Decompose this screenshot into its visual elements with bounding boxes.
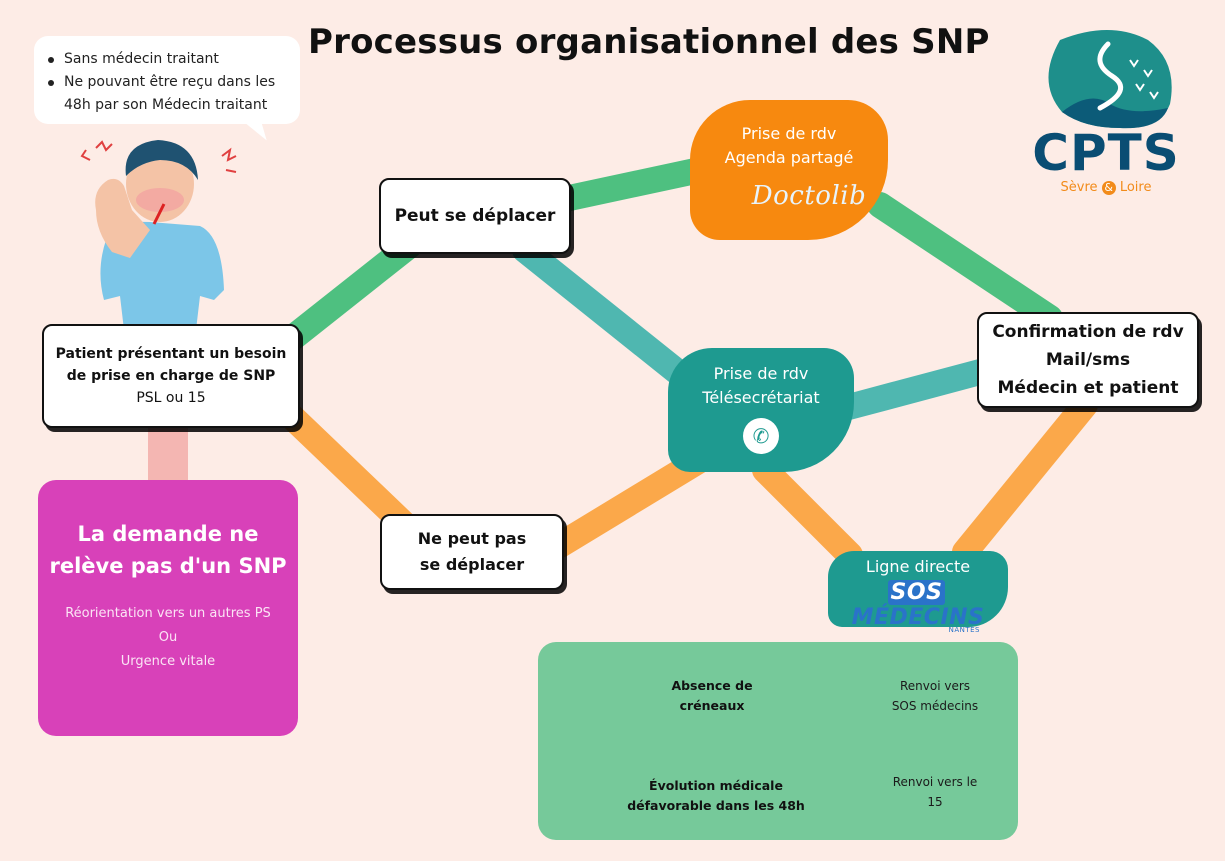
patient-line1: Patient présentant un besoin (55, 346, 287, 362)
connector-agenda-to-confirmation (867, 192, 1063, 331)
patient-line2: de prise en charge de SNP (66, 368, 276, 384)
connector-patient-to-deplacer (277, 232, 423, 353)
connector-deplacer-to-agenda (547, 157, 713, 213)
non-snp-heading-line1: La demande ne (77, 522, 259, 546)
patient-illustration (80, 140, 237, 490)
node-telesecretariat: Prise de rdv Télésecrétariat ✆ (668, 348, 854, 472)
node-label: Peut se déplacer (394, 206, 556, 226)
connector-telesecretariat-to-confirmation (832, 359, 993, 421)
non-snp-panel: La demande ne relève pas d'un SNP Réorie… (38, 480, 298, 736)
warning-row-1-result-line2: SOS médecins (891, 699, 979, 713)
logo-sub-part2: Loire (1119, 180, 1152, 195)
tele-line2: Télésecrétariat (702, 388, 820, 407)
connector-patient-to-nedeplacer (277, 402, 418, 538)
logo-ampersand: & (1101, 181, 1116, 195)
non-snp-sub-line3: Urgence vitale (120, 654, 216, 669)
agenda-line1: Prise de rdv (741, 124, 837, 143)
cpts-logo-subtitle: Sèvre & Loire (1026, 180, 1186, 195)
page-title: Processus organisationnel des SNP (308, 22, 990, 62)
warning-row-2-label-line2: défavorable dans les 48h (627, 798, 805, 813)
bubble-item: Sans médecin traitant (48, 48, 290, 71)
node-patient: Patient présentant un besoin de prise en… (42, 324, 300, 428)
warning-row-1-result: Renvoi vers SOS médecins (880, 676, 990, 716)
node-confirmation: Confirmation de rdv Mail/sms Médecin et … (977, 312, 1199, 408)
speech-bubble: Sans médecin traitant Ne pouvant être re… (34, 36, 300, 124)
tele-line1: Prise de rdv (713, 364, 809, 383)
patient-line3: PSL ou 15 (136, 390, 206, 406)
non-snp-sub-line1: Réorientation vers un autres PS (65, 606, 271, 621)
node-ne-peut-pas-se-deplacer: Ne peut pas se déplacer (380, 514, 564, 590)
ligne-directe-label: Ligne directe (865, 557, 971, 576)
warning-row-1-result-line1: Renvoi vers (899, 679, 971, 693)
logo-sub-part1: Sèvre (1060, 180, 1098, 195)
non-snp-heading-line2: relève pas d'un SNP (49, 554, 287, 578)
warning-row-2-label-line1: Évolution médicale (649, 778, 783, 793)
node-label-line1: Ne peut pas (417, 529, 527, 548)
sos-mark: SOS (887, 580, 946, 605)
connector-sos-to-confirmation (952, 392, 1098, 565)
warning-row-2-result-line1: Renvoi vers le (892, 775, 978, 789)
warning-panel: Absence de créneaux Renvoi vers SOS méde… (538, 642, 1018, 840)
connector-telesecretariat-to-sos (752, 457, 863, 568)
confirm-line3: Médecin et patient (997, 378, 1179, 398)
sos-city: NANTES (948, 626, 980, 634)
warning-row-1-label: Absence de créneaux (652, 676, 772, 716)
connector-deplacer-to-telesecretariat (512, 237, 713, 403)
agenda-line2: Agenda partagé (724, 148, 854, 167)
confirm-line2: Mail/sms (1045, 350, 1131, 370)
confirm-line1: Confirmation de rdv (992, 322, 1184, 342)
node-agenda-partage: Prise de rdv Agenda partagé Doctolib (690, 100, 888, 240)
warning-row-2-label: Évolution médicale défavorable dans les … (616, 776, 816, 816)
cpts-logo-text: CPTS (1032, 124, 1180, 182)
sos-medecins-word: MÉDECINS (851, 605, 985, 630)
cpts-logo-mark (1048, 30, 1172, 129)
bubble-item: Ne pouvant être reçu dans les 48h par so… (48, 71, 290, 117)
warning-row-1-label-line1: Absence de (671, 678, 753, 693)
node-ligne-directe: Ligne directe SOSMÉDECINS NANTES (828, 551, 1008, 634)
warning-row-2-result-line2: 15 (927, 795, 943, 809)
node-label-line2: se déplacer (419, 555, 525, 574)
node-peut-se-deplacer: Peut se déplacer (379, 178, 571, 254)
non-snp-sub-line2: Ou (158, 630, 178, 645)
sos-medecins-logo: SOSMÉDECINS (828, 580, 1008, 630)
warning-row-2-result: Renvoi vers le 15 (880, 772, 990, 812)
doctolib-logo: Doctolib (751, 181, 867, 211)
phone-icon: ✆ (743, 418, 779, 454)
connector-nedeplacer-to-telesecretariat (547, 447, 713, 558)
warning-row-1-label-line2: créneaux (679, 698, 745, 713)
